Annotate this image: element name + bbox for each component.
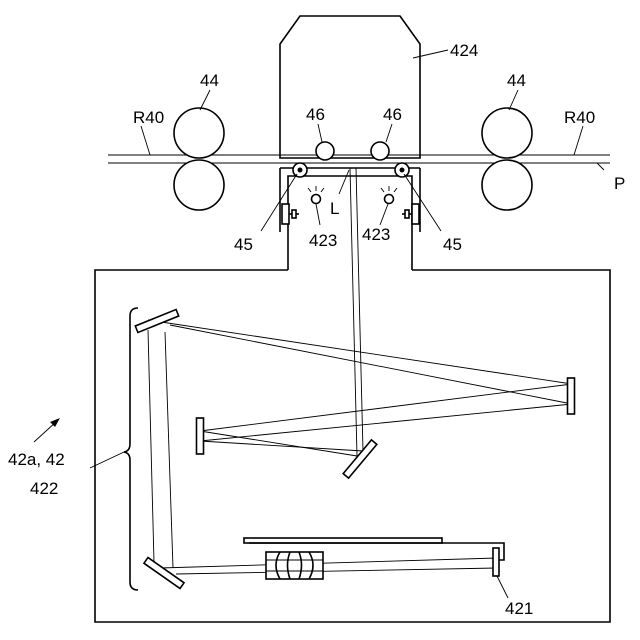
housing-424	[280, 16, 420, 158]
label-light-path: L	[330, 199, 339, 218]
label-optical-system: 422	[30, 479, 58, 498]
label-lamp-left: 423	[309, 231, 337, 250]
mirror-2	[197, 418, 204, 454]
unit-arrow	[34, 418, 60, 442]
label-lamp-right: 423	[362, 225, 390, 244]
label-housing: 424	[450, 41, 478, 60]
optical-system-brace	[124, 308, 138, 590]
label-pressing-roller-right: 46	[383, 105, 402, 124]
label-path-right: R40	[564, 108, 595, 127]
lens	[266, 552, 323, 579]
label-roller-left: 44	[200, 71, 219, 90]
mirror-5	[144, 558, 184, 589]
label-path-left: R40	[133, 108, 164, 127]
guide-roller-right	[395, 163, 409, 177]
guide-roller-left	[293, 163, 307, 177]
mirror-1	[343, 440, 377, 478]
label-unit: 42a, 42	[8, 450, 65, 469]
label-guide-roller-right: 45	[443, 235, 462, 254]
label-roller-right: 44	[507, 71, 526, 90]
label-sheet: P	[614, 174, 625, 193]
roller-pair-left	[174, 108, 224, 210]
light-beams	[148, 168, 572, 574]
label-pressing-roller-left: 46	[306, 105, 325, 124]
bracket-left	[282, 204, 299, 224]
pressing-roller-right	[371, 142, 389, 160]
label-guide-roller-left: 45	[234, 235, 253, 254]
label-sensor: 421	[505, 599, 533, 618]
bracket-right	[402, 204, 419, 224]
lamp-right	[381, 186, 397, 204]
lamp-left	[308, 186, 324, 204]
mirror-3	[568, 378, 575, 414]
scanner-enclosure	[95, 270, 610, 622]
pressing-roller-left	[316, 142, 334, 160]
roller-pair-right	[482, 108, 532, 210]
mirror-4	[135, 310, 178, 333]
